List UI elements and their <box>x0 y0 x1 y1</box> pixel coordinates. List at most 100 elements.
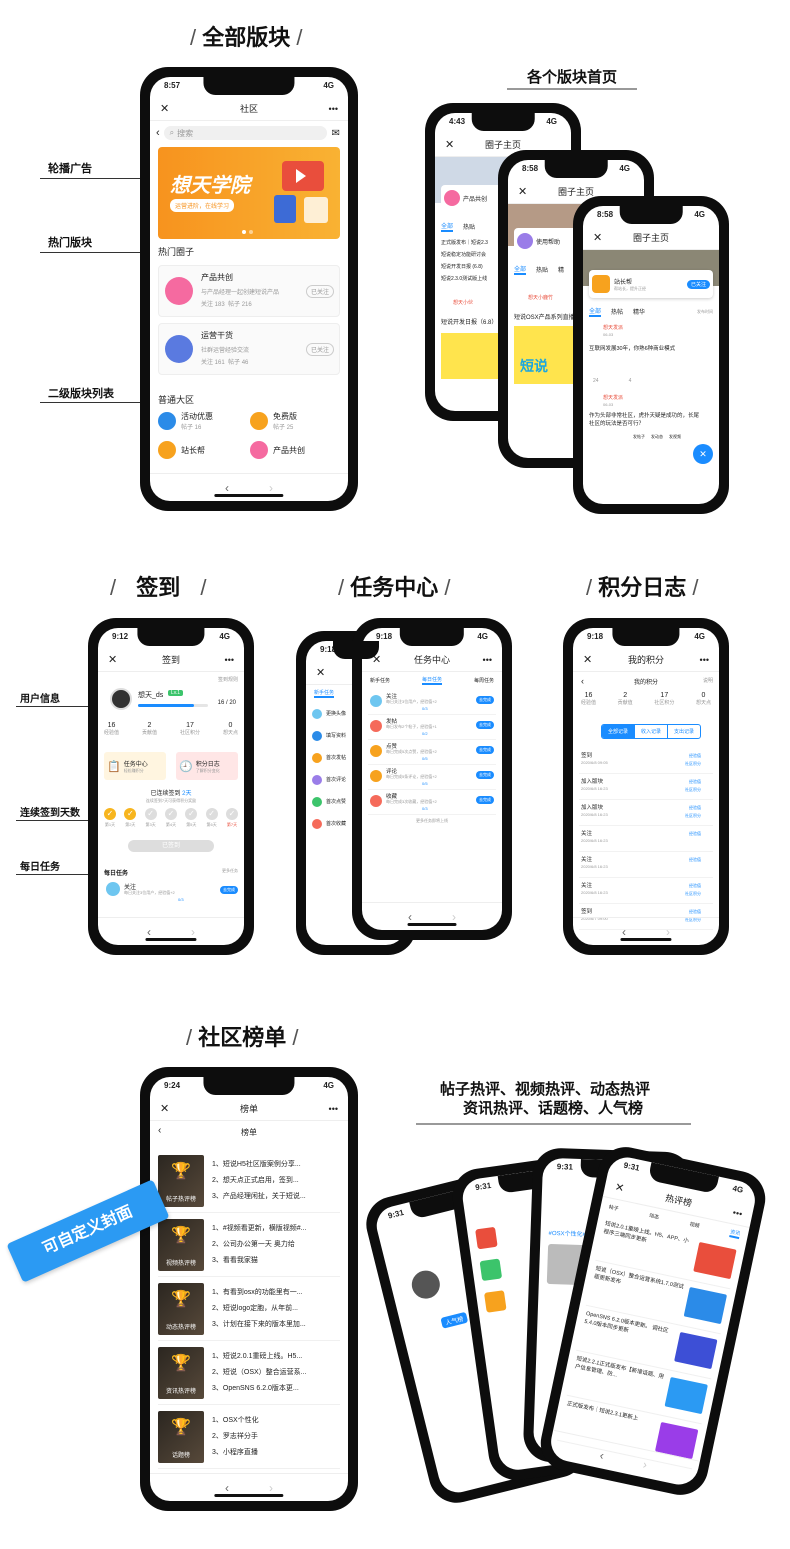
task-center-card[interactable]: 📋 任务中心轻松赚积分 <box>104 752 166 780</box>
close-icon[interactable]: ✕ <box>593 232 603 244</box>
task-go-button[interactable]: 去完成 <box>220 886 238 894</box>
nav-forward-icon[interactable]: › <box>269 480 273 495</box>
more-tasks-link[interactable]: 更多任务 <box>222 868 238 873</box>
nav-forward-icon[interactable]: › <box>269 1480 273 1495</box>
ranking-item[interactable]: 2、公司办公第一天 奥力给 <box>212 1241 295 1248</box>
general-board-item[interactable]: 产品共创 <box>250 441 340 459</box>
topic-tag[interactable]: #OSX个性化# <box>548 1230 586 1239</box>
back-icon[interactable]: ‹ <box>581 676 584 686</box>
ranking-cover[interactable]: 🏆动态热评榜 <box>158 1283 204 1335</box>
action-dynamic[interactable]: 发动态 <box>651 434 663 439</box>
tab-newbie[interactable]: 新手任务 <box>314 690 335 698</box>
carousel-banner[interactable]: 想天学院 运营进阶，在线学习 <box>158 147 340 239</box>
back-icon[interactable]: ‹ <box>158 1125 162 1136</box>
tab-newbie[interactable]: 新手任务 <box>370 678 391 684</box>
ranking-item[interactable]: 1、短说H5社区版案例分享... <box>212 1161 301 1168</box>
signed-button[interactable]: 已签到 <box>128 840 214 852</box>
tab-featured[interactable]: 精华 <box>633 310 646 316</box>
post-title[interactable]: 短说OSX产品系列直播 <box>514 315 575 321</box>
ranking-cover[interactable]: 🏆话题榜 <box>158 1411 204 1463</box>
hot-board-card[interactable]: 产品共创 与产品经理一起创建短说产品 关注 183 帖子 216 已关注 <box>158 265 340 317</box>
ranking-item[interactable]: 2、短说（OSX）整合运营系... <box>212 1369 307 1376</box>
carousel-dots[interactable] <box>242 230 253 234</box>
tab-posts[interactable]: 帖子 <box>608 1204 620 1213</box>
tab-all-records[interactable]: 全部记录 <box>602 725 635 738</box>
follow-button[interactable]: 已关注 <box>305 285 334 298</box>
ranking-item[interactable]: 2、短说logo定胞，从年前... <box>212 1305 298 1312</box>
action-post[interactable]: 发帖子 <box>633 434 645 439</box>
close-icon[interactable]: ✕ <box>160 103 170 115</box>
ranking-item[interactable]: 2、想天点正式启用，签到... <box>212 1177 299 1184</box>
post-title[interactable]: 短说开发日报（6.8） <box>441 320 498 326</box>
close-icon[interactable]: ✕ <box>583 654 593 666</box>
tab-hot[interactable]: 热贴 <box>536 268 549 274</box>
ranking-item[interactable]: 1、有看到osx的功能里有一... <box>212 1289 303 1296</box>
close-icon[interactable]: ✕ <box>613 1181 626 1195</box>
ranking-item[interactable]: 3、产品经理闲扯，关于短说... <box>212 1193 306 1200</box>
ranking-item[interactable]: 1、#视频看更新，横版视频#... <box>212 1225 307 1232</box>
comment-count[interactable]: 4 <box>628 378 632 384</box>
sort-dropdown[interactable]: 发布时间 <box>697 308 713 314</box>
search-input[interactable]: ⌕搜索 <box>163 126 327 140</box>
task-go-button[interactable]: 去完成 <box>476 721 494 729</box>
ranking-group[interactable]: 🏆动态热评榜 1、有看到osx的功能里有一... 2、短说logo定胞，从年前...… <box>158 1277 340 1341</box>
back-icon[interactable]: ‹ <box>156 127 160 139</box>
ranking-group[interactable]: 🏆话题榜 1、OSX个性化 2、罗志祥分手 3、小程序直播 <box>158 1405 340 1469</box>
general-board-item[interactable]: 活动优惠帖子 16 <box>158 411 248 431</box>
post-title[interactable]: 作为头部非常社区，虎扑天疑是成功的，长尾社区的玩法是否可行？ <box>589 413 700 427</box>
tab-all[interactable]: 全部 <box>441 221 454 232</box>
ranking-item[interactable]: 3、看看我家猫 <box>212 1257 258 1264</box>
general-board-item[interactable]: 站长帮 <box>158 441 248 459</box>
tab-all[interactable]: 全部 <box>514 264 527 275</box>
more-icon[interactable]: ••• <box>328 104 338 114</box>
task-go-button[interactable]: 去完成 <box>476 746 494 754</box>
task-go-button[interactable]: 去完成 <box>476 796 494 804</box>
tab-featured[interactable]: 精 <box>558 268 565 274</box>
follow-button[interactable]: 已关注 <box>686 279 710 289</box>
ranking-cover[interactable]: 🏆视频热评榜 <box>158 1219 204 1271</box>
tab-all[interactable]: 全部 <box>589 306 602 317</box>
task-go-button[interactable]: 去完成 <box>476 771 494 779</box>
ranking-cover[interactable]: 🏆帖子热评榜 <box>158 1155 204 1207</box>
ranking-item[interactable]: 3、OpenSNS 6.2.0版本更... <box>212 1385 299 1392</box>
post-title[interactable]: 互联网发展30年，你熟6种商业模式 <box>589 346 676 352</box>
ranking-item[interactable]: 1、OSX个性化 <box>212 1417 259 1424</box>
follow-button[interactable]: 已关注 <box>305 343 334 356</box>
ranking-group[interactable]: 🏆帖子热评榜 1、短说H5社区版案例分享... 2、想天点正式启用，签到... 3、产… <box>158 1149 340 1213</box>
pinned-post[interactable]: 短说开发日报 (6.8) <box>441 264 483 270</box>
pinned-post[interactable]: 短说稳定功能研讨会 <box>441 252 487 258</box>
tab-daily[interactable]: 每日任务 <box>421 677 442 685</box>
nav-back-icon[interactable]: ‹ <box>225 1480 229 1495</box>
ranking-item[interactable]: 3、计划在接下来的版本里加... <box>212 1321 306 1328</box>
tab-popularity[interactable]: 人气榜 <box>440 1311 469 1329</box>
ranking-item[interactable]: 3、小程序直播 <box>212 1449 258 1456</box>
ranking-cover[interactable]: 🏆资讯热评榜 <box>158 1347 204 1399</box>
close-fab-icon[interactable]: ✕ <box>693 444 713 464</box>
tab-hot[interactable]: 热贴 <box>463 225 476 231</box>
tab-hot[interactable]: 热帖 <box>611 310 624 316</box>
points-log-card[interactable]: 🕘 积分日志了解积分变化 <box>176 752 238 780</box>
close-icon[interactable]: ✕ <box>518 186 528 198</box>
pinned-post[interactable]: 短说2.3.0测试版上线 <box>441 276 488 282</box>
tab-videos[interactable]: 视频 <box>688 1221 700 1230</box>
ranking-group[interactable]: 🏆视频热评榜 1、#视频看更新，横版视频#... 2、公司办公第一天 奥力给 3、看看… <box>158 1213 340 1277</box>
tab-income-records[interactable]: 收入记录 <box>634 725 667 738</box>
ranking-group[interactable]: 🏆资讯热评榜 1、短说2.0.1重磅上线。H5... 2、短说（OSX）整合运营系.… <box>158 1341 340 1405</box>
signin-rules-link[interactable]: 签到规则 <box>217 677 238 683</box>
rules-link[interactable]: 说明 <box>702 678 713 684</box>
hot-board-card[interactable]: 运营干货 社群运营经验交流 关注 161 帖子 46 已关注 <box>158 323 340 375</box>
pinned-post[interactable]: 正式版发布｜短说2.3 <box>441 240 488 246</box>
nav-back-icon[interactable]: ‹ <box>225 480 229 495</box>
tab-weekly[interactable]: 每周任务 <box>473 678 494 684</box>
close-icon[interactable]: ✕ <box>445 139 455 151</box>
ranking-item[interactable]: 1、短说2.0.1重磅上线。H5... <box>212 1353 303 1360</box>
tab-news[interactable]: 资讯 <box>729 1228 741 1240</box>
ranking-item[interactable]: 2、罗志祥分手 <box>212 1433 258 1440</box>
general-board-item[interactable]: 免费版帖子 25 <box>250 411 340 431</box>
avatar[interactable] <box>110 688 132 710</box>
